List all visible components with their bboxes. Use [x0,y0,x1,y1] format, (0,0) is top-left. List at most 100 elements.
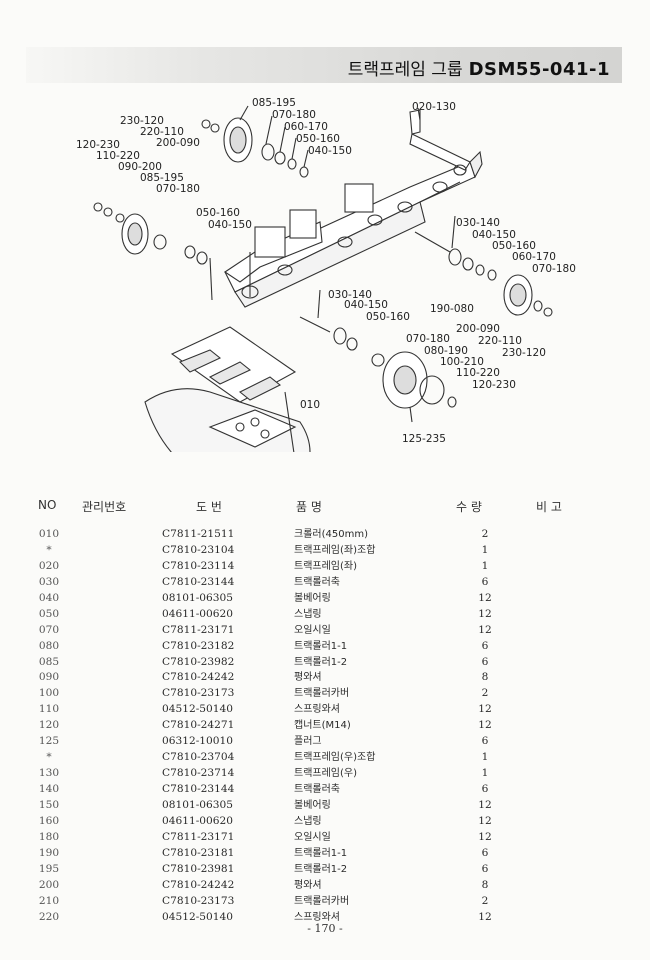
callout: 070-180 [156,183,200,195]
drawing-no: C7810-23173 [162,894,235,907]
part-name: 트랙롤러1-1 [294,847,348,859]
quantity: 6 [481,846,489,859]
callout: 060-170 [284,121,328,133]
callout: 050-160 [366,311,410,323]
part-no: 160 [38,814,60,827]
drawing-no: 04512-50140 [162,703,233,716]
part-name: 트랙프레임(좌) [294,560,358,572]
part-name: 볼베어링 [294,799,331,811]
part-no: 100 [38,687,60,700]
part-name: 캡너트(M14) [294,720,351,732]
part-no: 080 [38,639,60,652]
quantity: 12 [478,607,492,620]
drawing-no: C7810-23114 [162,559,235,572]
drawing-no: C7810-23104 [162,543,235,556]
quantity: 1 [481,543,489,556]
part-no: 125 [38,735,60,748]
header-no: NO [38,498,57,512]
part-name: 트랙프레임(우) [294,768,358,780]
title-korean: 트랙프레임 그룹 [347,60,463,80]
callout: 200-090 [456,323,500,335]
callout: 050-160 [196,207,240,219]
drawing-no: C7811-23171 [162,830,235,843]
idler-lower [299,316,457,423]
callout: 040-150 [308,145,352,157]
part-name: 트랙롤러1-1 [294,640,348,652]
drawing-no: C7810-24242 [162,671,235,684]
part-name: 트랙롤러축 [294,576,340,588]
part-name: 트랙프레임(우)조합 [294,752,376,764]
part-no: * [46,751,52,764]
callout: 085-195 [140,172,184,184]
quantity: 12 [478,910,492,923]
part-name: 오일시일 [294,831,331,843]
callout: 200-090 [156,137,200,149]
quantity: 1 [481,559,489,572]
part-no: 120 [38,719,60,732]
header-part-name: 품 명 [296,500,322,514]
part-no: 030 [38,575,60,588]
quantity: 12 [478,830,492,843]
quantity: 6 [481,655,489,668]
part-no: * [46,543,52,556]
quantity: 6 [481,575,489,588]
callout: 110-220 [96,150,140,162]
roller-left [93,202,208,265]
callout: 080-190 [424,345,468,357]
table-row: * C7810-23104 트랙프레임(좌)조합 1 [0,543,650,559]
drawing-no: C7810-23181 [162,846,235,859]
quantity: 12 [478,623,492,636]
quantity: 12 [478,719,492,732]
drawing-no: C7810-23714 [162,767,235,780]
track-frame [224,109,483,308]
callout: 040-150 [344,299,388,311]
quantity: 1 [481,767,489,780]
drawing-no: 04512-50140 [162,910,233,923]
part-no: 210 [38,894,60,907]
table-row: 040 08101-06305 볼베어링 12 [0,591,650,607]
callout: 060-170 [512,251,556,263]
part-no: 040 [38,591,60,604]
part-name: 볼베어링 [294,592,331,604]
part-name: 트랙롤러카버 [294,688,350,700]
callout: 190-080 [430,303,474,315]
part-no: 070 [38,623,60,636]
drawing-no: C7810-23182 [162,639,235,652]
header-drawing-no: 도 번 [196,500,222,514]
table-row: 180 C7811-23171 오일시일 12 [0,830,650,846]
callout: 100-210 [440,356,484,368]
callout: 230-120 [502,347,546,359]
part-no: 180 [38,830,60,843]
quantity: 2 [481,687,489,700]
part-name: 트랙롤러1-2 [294,656,348,668]
part-no: 195 [38,862,60,875]
quantity: 12 [478,591,492,604]
part-name: 트랙롤러카버 [294,895,350,907]
callout: 070-180 [406,333,450,345]
part-name: 트랙프레임(좌)조합 [294,544,376,556]
header-band [26,47,622,83]
drawing-no: 08101-06305 [162,591,233,604]
part-no: 220 [38,910,60,923]
part-no: 050 [38,607,60,620]
callout: 040-150 [208,219,252,231]
quantity: 8 [481,878,489,891]
drawing-no: C7810-23981 [162,862,235,875]
callout: 085-195 [252,97,296,109]
callout: 220-110 [140,126,184,138]
callout: 090-200 [118,161,162,173]
table-header: NO 관리번호 도 번 품 명 수 량 비 고 [0,498,650,516]
